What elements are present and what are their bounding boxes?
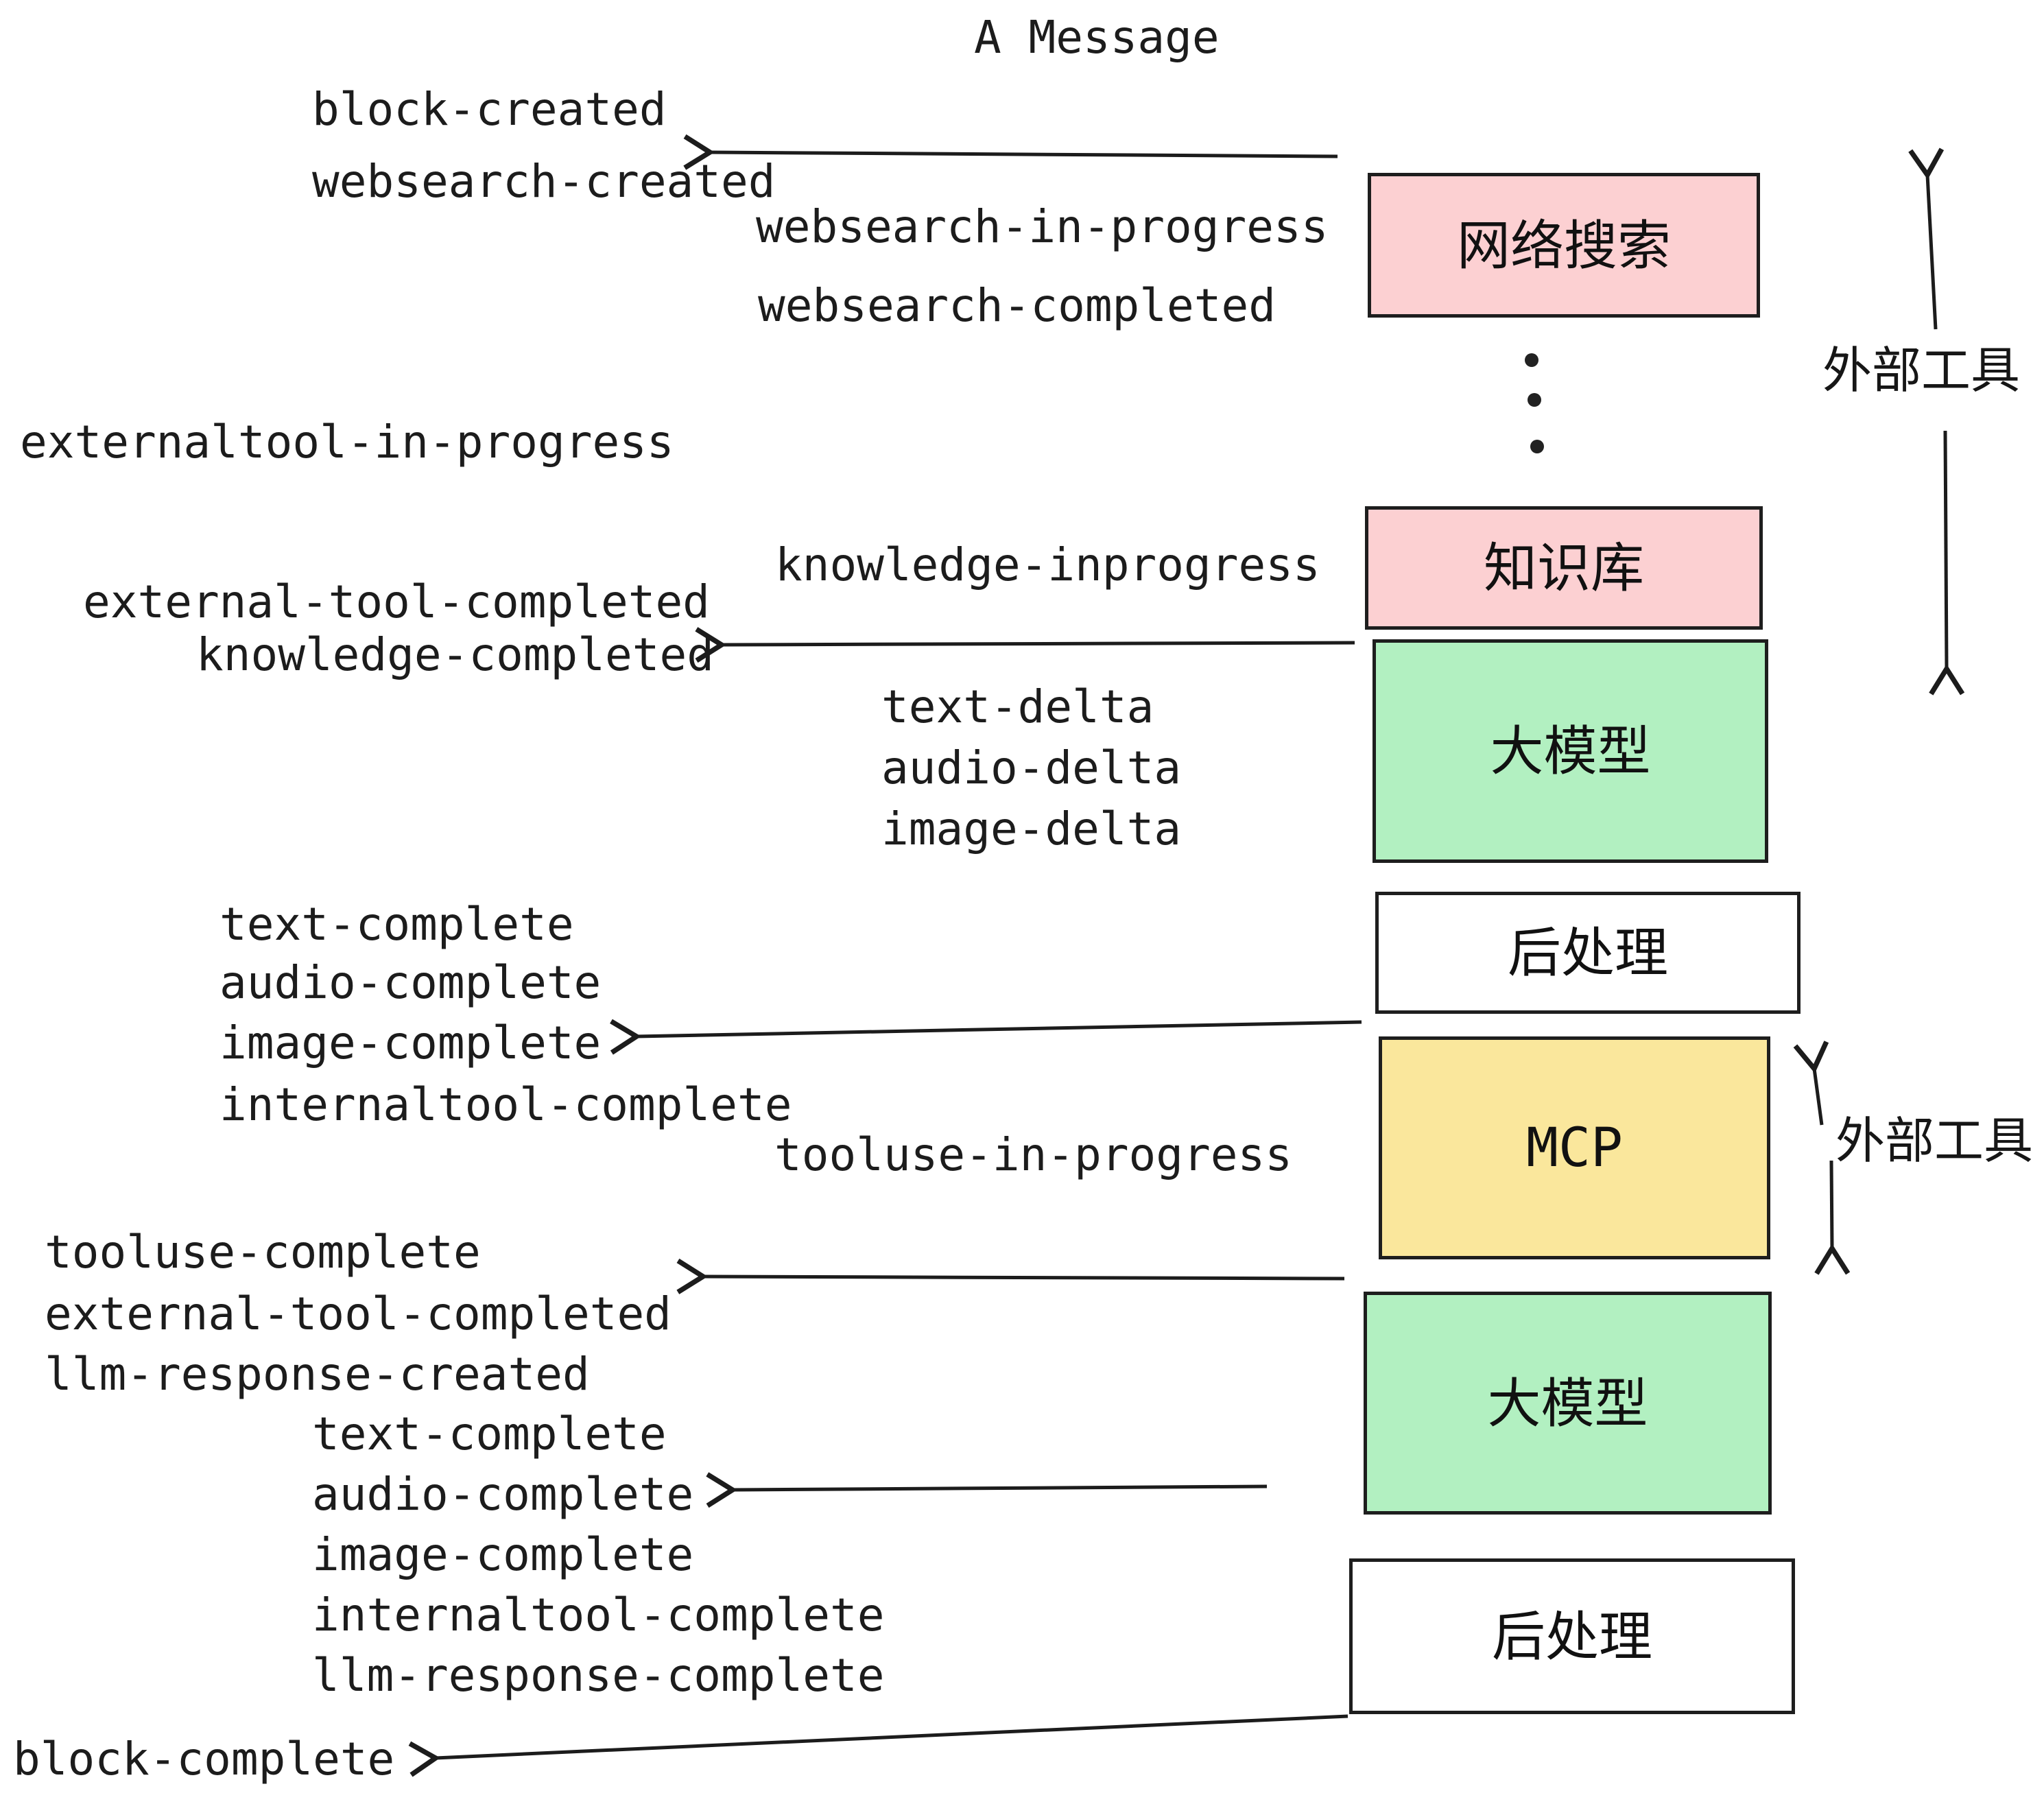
box-llm-1-label: 大模型 xyxy=(1490,721,1651,781)
arrow-external-tools-1-up xyxy=(1908,147,1945,330)
box-websearch-label: 网络搜索 xyxy=(1456,215,1671,276)
event-label-external-tool-completed-2: external-tool-completed xyxy=(45,1287,672,1340)
event-label-external-tool-completed: external-tool-completed xyxy=(83,575,710,628)
event-label-audio-complete-2: audio-complete xyxy=(312,1468,694,1521)
box-knowledge-label: 知识库 xyxy=(1483,538,1644,598)
arrow-image-complete xyxy=(610,1019,1362,1055)
event-label-knowledge-completed: knowledge-completed xyxy=(196,628,714,681)
box-postprocess-2: 后处理 xyxy=(1349,1558,1795,1714)
arrow-block-created xyxy=(683,134,1338,170)
event-label-internaltool-complete-2: internaltool-complete xyxy=(312,1589,885,1641)
arrow-knowledge-completed xyxy=(695,627,1355,663)
event-label-image-complete-2: image-complete xyxy=(312,1528,694,1581)
event-label-image-delta: image-delta xyxy=(881,803,1182,855)
box-mcp: MCP xyxy=(1379,1036,1770,1259)
box-llm-2-label: 大模型 xyxy=(1487,1373,1648,1434)
box-llm-1: 大模型 xyxy=(1372,639,1768,863)
event-label-audio-complete: audio-complete xyxy=(219,956,602,1009)
arrow-external-tools-1-down xyxy=(1929,430,1965,696)
box-websearch: 网络搜索 xyxy=(1368,173,1760,318)
arrow-block-complete xyxy=(408,1714,1348,1777)
event-label-block-created: block-created xyxy=(312,83,667,136)
event-label-text-complete: text-complete xyxy=(219,898,574,951)
event-label-tooluse-in-progress: tooluse-in-progress xyxy=(774,1128,1292,1181)
event-label-externaltool-in-progress: externaltool-in-progress xyxy=(20,416,674,468)
event-label-text-delta: text-delta xyxy=(881,680,1154,733)
arrow-tooluse-complete xyxy=(676,1258,1345,1294)
box-postprocess-1-label: 后处理 xyxy=(1507,923,1668,983)
box-mcp-label: MCP xyxy=(1526,1117,1623,1179)
event-label-audio-delta: audio-delta xyxy=(881,741,1182,794)
event-label-internaltool-complete: internaltool-complete xyxy=(219,1078,792,1131)
event-label-llm-response-created: llm-response-created xyxy=(45,1348,590,1401)
event-label-block-complete: block-complete xyxy=(13,1733,395,1785)
event-label-text-complete-2: text-complete xyxy=(312,1408,667,1460)
event-label-websearch-created: websearch-created xyxy=(312,155,776,208)
event-label-websearch-completed: websearch-completed xyxy=(758,279,1276,332)
event-label-websearch-in-progress: websearch-in-progress xyxy=(756,200,1329,253)
event-label-knowledge-inprogress: knowledge-inprogress xyxy=(775,538,1320,591)
event-label-tooluse-complete: tooluse-complete xyxy=(45,1226,481,1279)
external-tools-label-1: 外部工具 xyxy=(1822,344,2021,399)
event-label-image-complete: image-complete xyxy=(219,1017,602,1069)
box-knowledge: 知识库 xyxy=(1365,506,1763,630)
ellipsis-dots xyxy=(1525,353,1544,453)
arrow-external-tools-2-down xyxy=(1814,1160,1851,1275)
diagram-title: A Message xyxy=(974,11,1220,64)
arrow-external-tools-2-up xyxy=(1793,1041,1829,1126)
external-tools-label-2: 外部工具 xyxy=(1835,1114,2034,1169)
arrow-audio-complete xyxy=(706,1472,1268,1508)
box-postprocess-2-label: 后处理 xyxy=(1491,1606,1652,1667)
event-label-llm-response-complete: llm-response-complete xyxy=(312,1649,885,1702)
box-postprocess-1: 后处理 xyxy=(1375,892,1801,1014)
box-llm-2: 大模型 xyxy=(1364,1292,1772,1515)
